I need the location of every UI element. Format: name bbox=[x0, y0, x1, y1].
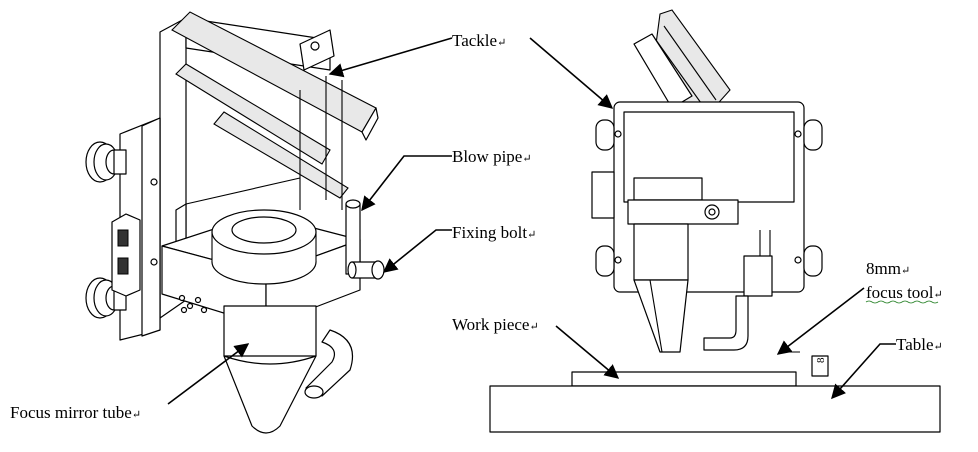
nozzle-front bbox=[633, 279, 689, 353]
focus-tool bbox=[703, 295, 749, 351]
label-table: Table↵ bbox=[896, 335, 943, 354]
label-work-piece: Work piece↵ bbox=[452, 315, 539, 334]
labels: Tackle↵ Blow pipe↵ Fixing bolt↵ Focus mi… bbox=[10, 31, 943, 422]
fixing-block-front bbox=[743, 255, 773, 297]
bracket-hole bbox=[310, 41, 320, 51]
leader-table bbox=[831, 343, 896, 400]
mirror-bar bbox=[213, 111, 349, 199]
lens-holder-band bbox=[627, 199, 739, 225]
lens-opening bbox=[231, 216, 297, 244]
leader-fixing-bolt bbox=[382, 229, 452, 273]
label-fixing-bolt: Fixing bolt↵ bbox=[452, 223, 536, 242]
roller-right-top bbox=[803, 119, 823, 151]
focus-tube-nozzle bbox=[223, 355, 317, 434]
side-plate-front bbox=[141, 117, 161, 337]
label-focus-tool-line2: focus tool↵ bbox=[866, 283, 943, 302]
leader-focus-mirror-tube bbox=[167, 343, 250, 405]
tackle-plate-edge bbox=[361, 107, 379, 141]
leader-blow-pipe bbox=[361, 155, 452, 212]
clamp-slot-2 bbox=[117, 257, 129, 275]
tackle-inner-bar bbox=[175, 63, 331, 165]
leader-work-piece bbox=[555, 325, 620, 379]
label-focus-mirror-tube: Focus mirror tube↵ bbox=[10, 403, 141, 422]
tackle-plate bbox=[171, 11, 377, 133]
leader-tackle-left bbox=[328, 37, 453, 78]
label-tackle: Tackle↵ bbox=[452, 31, 506, 50]
label-focus-tool-line1: 8mm↵ bbox=[866, 259, 910, 278]
leader-focus-tool bbox=[776, 287, 865, 355]
side-clamp bbox=[111, 213, 141, 297]
side-screw-2 bbox=[150, 258, 158, 266]
gap-dimension-box bbox=[811, 355, 829, 377]
roller-upper bbox=[85, 141, 127, 183]
lens-holder-front bbox=[633, 177, 703, 201]
work-piece bbox=[571, 371, 797, 387]
tackle-mount bbox=[633, 33, 693, 109]
side-screw-1 bbox=[150, 178, 158, 186]
clamp-slot-1 bbox=[117, 229, 129, 247]
focus-tube-front bbox=[633, 223, 689, 281]
table bbox=[489, 385, 941, 433]
roller-left-bottom bbox=[595, 245, 615, 277]
roller-right-bottom bbox=[803, 245, 823, 277]
side-clamp-front bbox=[591, 171, 615, 219]
curved-air-pipe bbox=[305, 329, 354, 397]
focus-tube-body bbox=[223, 305, 317, 357]
roller-left-top bbox=[595, 119, 615, 151]
fixing-bolt bbox=[347, 260, 385, 280]
label-blow-pipe: Blow pipe↵ bbox=[452, 147, 532, 166]
leader-lines bbox=[167, 37, 896, 405]
gap-value: 8 bbox=[815, 357, 827, 363]
spellcheck-underline bbox=[865, 300, 939, 304]
leader-tackle-right bbox=[529, 37, 614, 109]
left-laser-head-drawing bbox=[85, 11, 385, 434]
right-laser-head-drawing: 8 bbox=[489, 9, 941, 433]
